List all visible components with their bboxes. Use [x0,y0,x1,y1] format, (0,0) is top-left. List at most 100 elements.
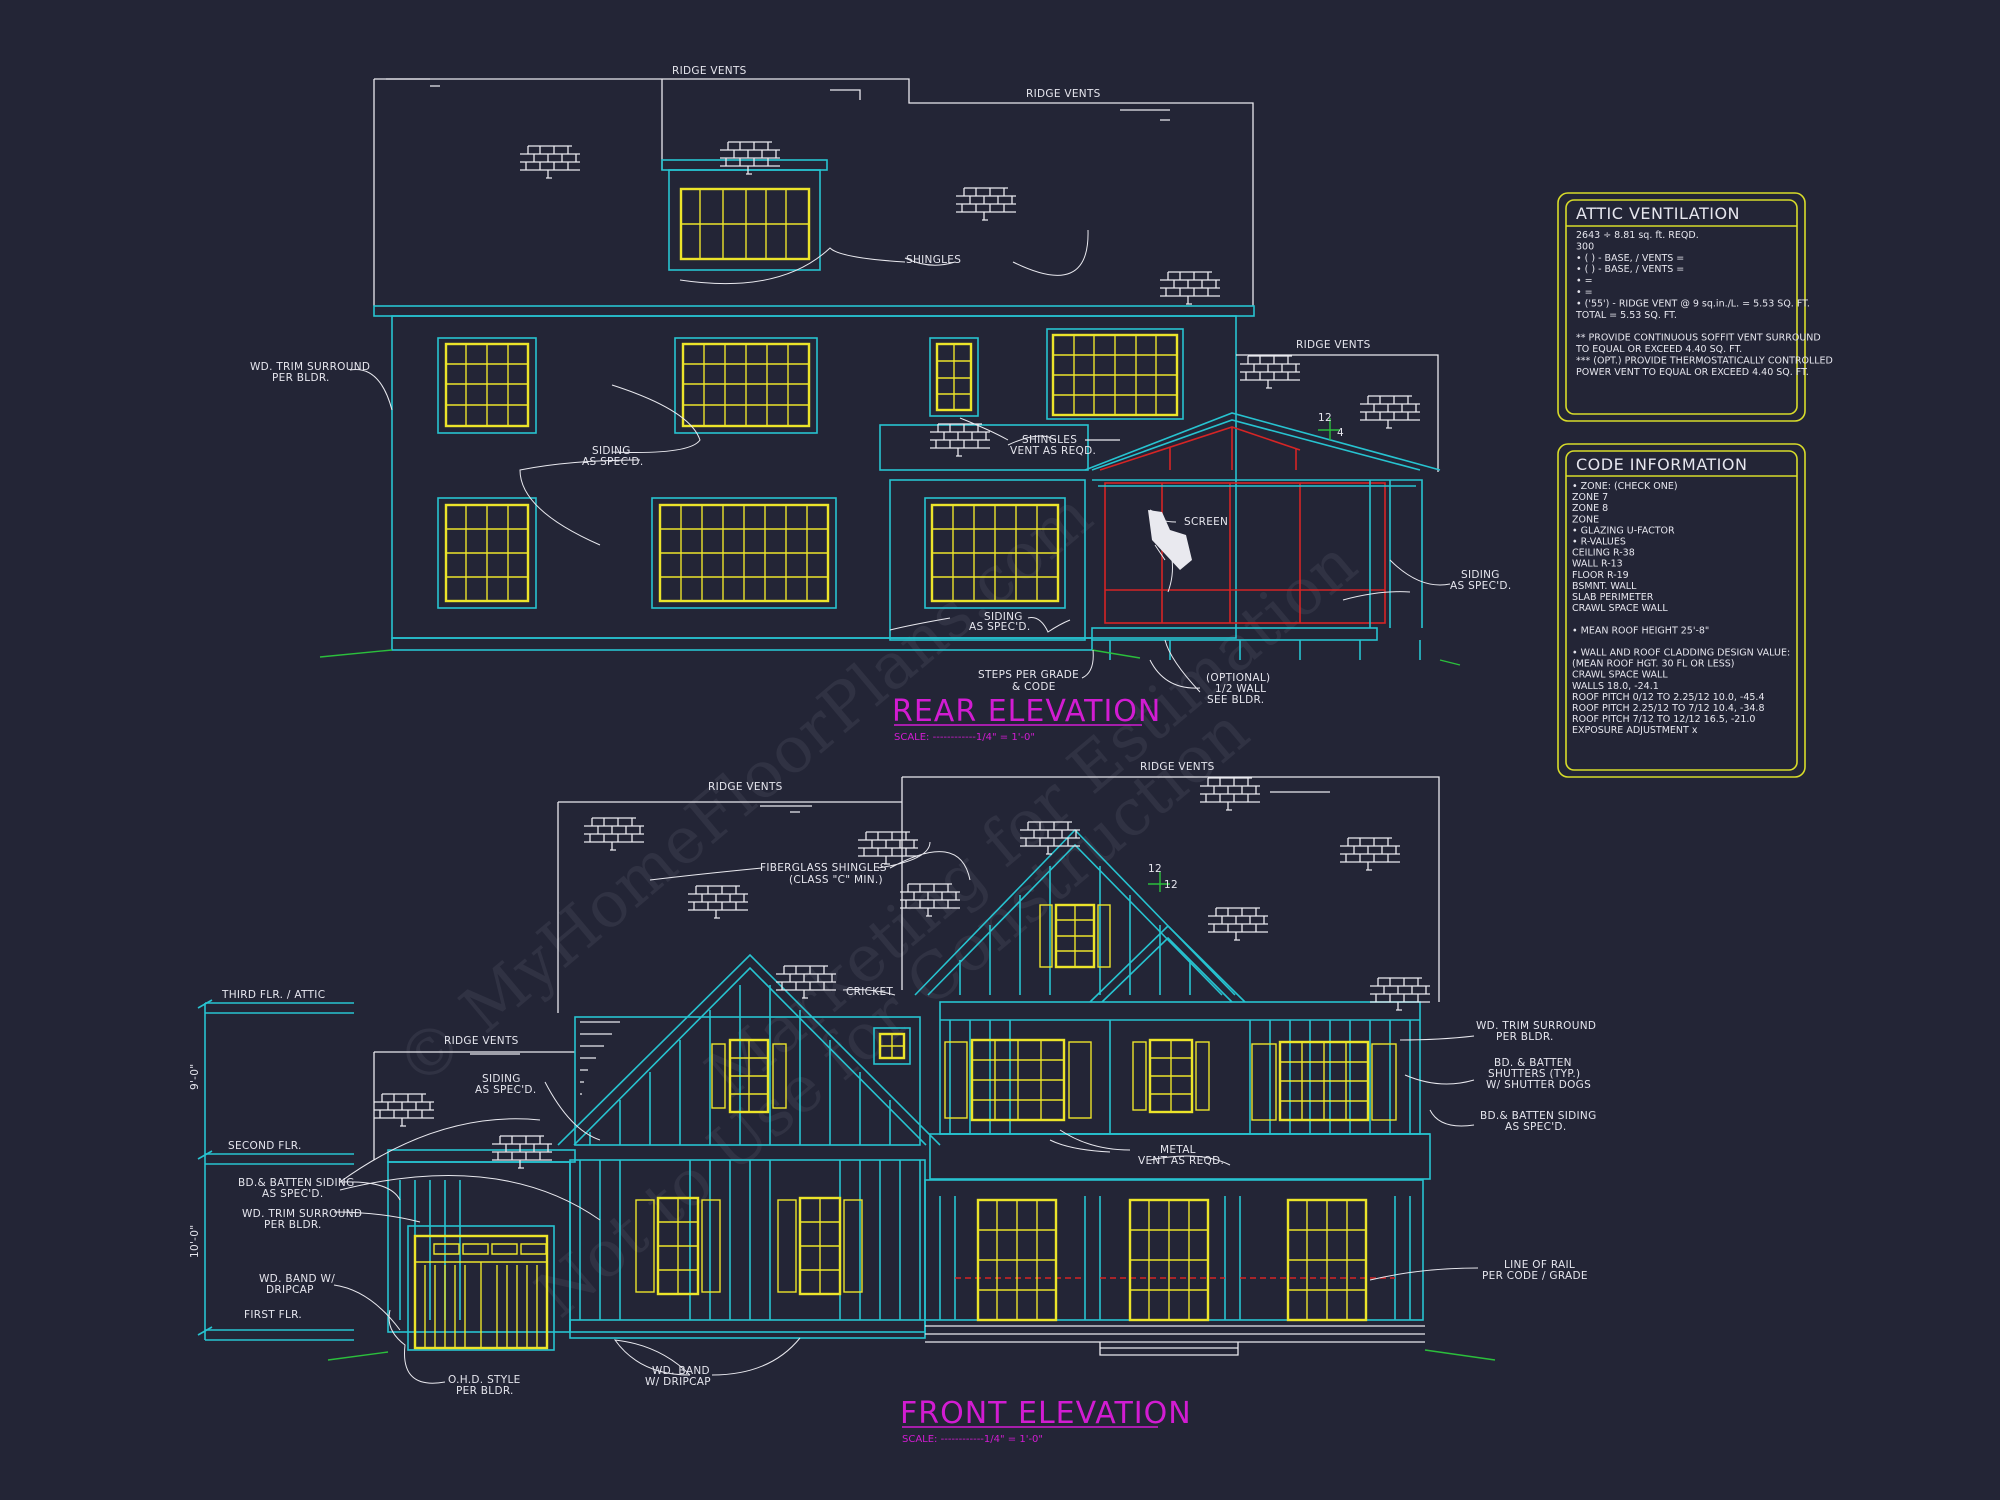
front-label-wd-band-b1: WD. BAND [652,1365,710,1377]
rear-label-siding-b1: SIDING [984,611,1023,623]
front-label-first-flr: FIRST FLR. [244,1309,302,1321]
attic-ventilation-line: • ( ) - BASE, / VENTS = [1576,253,1684,264]
rear-label-siding-c2: AS SPEC'D. [1450,580,1511,592]
attic-ventilation-line: • = [1576,276,1593,287]
front-label-ohd-2: PER BLDR. [456,1385,514,1397]
code-information-line: (MEAN ROOF HGT. 30 FL OR LESS) [1572,659,1735,670]
rear-wing-roof [1236,354,1439,472]
front-water-table [569,1319,926,1339]
watermark-line-2: Not to Use for Construction [523,694,1263,1332]
code-information-line: ZONE [1572,514,1599,525]
rear-label-siding-a1: SIDING [592,445,631,457]
code-information-lines: • ZONE: (CHECK ONE) ZONE 7 ZONE 8 ZONE • … [1572,481,1790,736]
attic-ventilation-line: TOTAL = 5.53 SQ. FT. [1575,310,1677,321]
front-label-rail-2: PER CODE / GRADE [1482,1270,1588,1282]
attic-ventilation-line: TO EQUAL OR EXCEED 4.40 SQ. FT. [1575,344,1742,355]
front-label-shutters-2: SHUTTERS (TYP.) [1488,1068,1580,1080]
rear-label-siding-b2: AS SPEC'D. [969,621,1030,633]
code-information-line: • MEAN ROOF HEIGHT 25'-8" [1572,625,1709,636]
front-pitch-12a: 12 [1148,863,1162,875]
attic-ventilation-line: *** (OPT.) PROVIDE THERMOSTATICALLY CONT… [1576,355,1833,366]
front-porch-columns [939,1196,1411,1320]
code-information-line: BSMNT. WALL [1572,581,1637,592]
front-label-siding-2: AS SPEC'D. [475,1084,536,1096]
rear-screen-frame [1104,482,1386,624]
code-information-line: ZONE 7 [1572,492,1608,503]
front-label-wd-band-l2: DRIPCAP [266,1284,314,1296]
code-information-line: ZONE 8 [1572,503,1608,514]
attic-ventilation-panel: ATTIC VENTILATION 2643 ÷ 8.81 sq. ft. RE… [1557,192,1833,422]
front-roof-outline [557,776,1440,1013]
attic-ventilation-title: ATTIC VENTILATION [1576,204,1740,223]
rear-label-optional-3: SEE BLDR. [1207,694,1264,706]
front-windows [635,903,1397,1322]
front-level-markers [197,999,354,1341]
front-grade-line [327,1349,1496,1361]
front-label-fiberglass-1: FIBERGLASS SHINGLES [760,862,887,874]
front-garage-door-panels [415,1243,547,1348]
attic-ventilation-line: • ('55') - RIDGE VENT @ 9 sq.in./L. = 5.… [1576,298,1810,309]
front-second-floor-bands [940,1019,1430,1135]
rear-pitch-4: 4 [1337,427,1344,439]
front-center-upper-wall [574,1016,921,1146]
rear-label-optional-1: (OPTIONAL) [1206,672,1270,684]
rear-foundation [391,637,1093,651]
attic-ventilation-line: 2643 ÷ 8.81 sq. ft. REQD. [1576,230,1699,241]
code-information-line: ROOF PITCH 7/12 TO 12/12 16.5, -21.0 [1572,714,1755,725]
rear-label-wd-trim-1: WD. TRIM SURROUND [250,361,370,373]
rear-roof-vents [386,78,1421,457]
attic-ventilation-line: • = [1576,287,1593,298]
rear-porch-floor [1091,627,1378,641]
code-information-line: ROOF PITCH 0/12 TO 2.25/12 10.0, -45.4 [1572,692,1765,703]
rear-screen-mullions [1105,483,1385,623]
rear-elevation: RIDGE VENTS RIDGE VENTS RIDGE VENTS SHIN… [250,65,1511,743]
front-label-second-flr: SECOND FLR. [228,1140,302,1152]
code-information-line: CRAWL SPACE WALL [1572,603,1668,614]
attic-ventilation-lines: 2643 ÷ 8.81 sq. ft. REQD.300• ( ) - BASE… [1575,230,1833,378]
front-label-wd-trim-l2: PER BLDR. [264,1219,322,1231]
code-information-title: CODE INFORMATION [1576,455,1747,474]
front-leaders [333,841,1479,1384]
front-dim-upper: 9'-0" [189,1064,201,1090]
front-elevation: RIDGE VENTS RIDGE VENTS RIDGE VENTS FIBE… [189,761,1596,1445]
front-gable-small [1089,924,1246,1003]
attic-ventilation-line: 300 [1576,241,1594,252]
front-garage-door-frame [407,1225,555,1351]
front-label-ridge-vents-1: RIDGE VENTS [708,781,783,793]
code-information-line: • R-VALUES [1572,537,1626,548]
rear-label-ridge-vents-1: RIDGE VENTS [672,65,747,77]
front-label-wd-band-b2: W/ DRIPCAP [645,1376,711,1388]
front-elevation-scale: SCALE: ------------1/4" = 1'-0" [902,1434,1043,1445]
code-information-line: CEILING R-38 [1572,548,1635,559]
front-gable-left [557,953,941,1146]
front-pitch-12b: 12 [1164,879,1178,891]
front-roof-vents [373,777,1431,1169]
code-information-line: SLAB PERIMETER [1572,592,1654,603]
front-label-wd-trim-r1: WD. TRIM SURROUND [1476,1020,1596,1032]
rear-label-wd-trim-2: PER BLDR. [272,372,330,384]
rear-porch-roof [879,424,1089,471]
rear-label-shingles-vent-2: VENT AS REQD. [1010,445,1096,457]
front-label-bd-batten-2: AS SPEC'D. [262,1188,323,1200]
front-label-wd-trim-l1: WD. TRIM SURROUND [242,1208,362,1220]
rear-eave [373,305,1255,317]
rear-porch-posts [1092,479,1423,628]
rear-label-screen: SCREEN [1184,516,1228,528]
code-information-line: • ZONE: (CHECK ONE) [1572,481,1678,492]
front-label-ridge-vents-3: RIDGE VENTS [444,1035,519,1047]
rear-label-shingles: SHINGLES [906,254,961,266]
rear-label-steps-2: & CODE [1012,681,1056,693]
code-information-line: FLOOR R-19 [1572,570,1629,581]
rear-label-ridge-vents-2: RIDGE VENTS [1026,88,1101,100]
front-garage-band [387,1149,576,1163]
front-label-shutters-1: BD. & BATTEN [1494,1057,1572,1069]
code-information-line: EXPOSURE ADJUSTMENT x [1572,725,1698,736]
front-label-metal-2: VENT AS REQD. [1138,1155,1224,1167]
front-label-rail-1: LINE OF RAIL [1504,1259,1575,1271]
rear-porch-gable [1084,412,1441,471]
watermark: © MyHomeFloorPlans.com Not to Use for Co… [383,478,1371,1332]
rear-porch-piers [1109,640,1421,660]
code-information-line: CRAWL SPACE WALL [1572,670,1668,681]
rear-porch-gable-infill [1099,426,1301,471]
attic-ventilation-line: • ( ) - BASE, / VENTS = [1576,264,1684,275]
